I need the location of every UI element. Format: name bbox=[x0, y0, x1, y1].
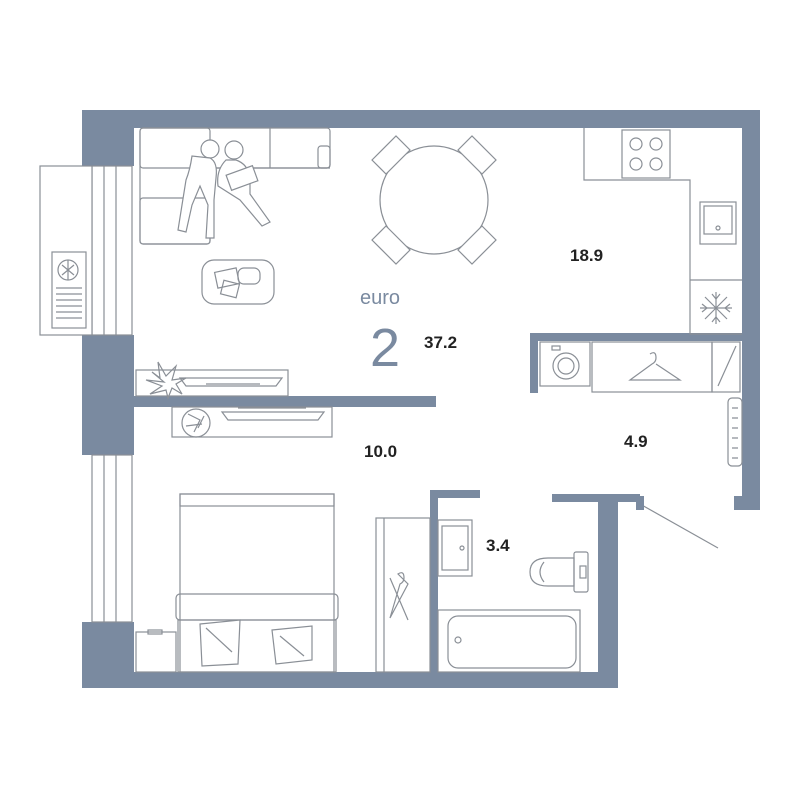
snowflake-icon bbox=[700, 292, 732, 324]
room-count: 2 bbox=[370, 318, 400, 378]
dining-table bbox=[371, 135, 497, 265]
bathtub bbox=[437, 609, 581, 673]
people-on-sofa bbox=[177, 139, 271, 239]
tv-stand-bedroom bbox=[171, 406, 333, 438]
wall-hall-lower bbox=[552, 494, 640, 502]
cooktop bbox=[621, 129, 671, 179]
bathroom-area: 3.4 bbox=[486, 536, 510, 555]
bedroom-furniture bbox=[135, 406, 431, 673]
nightstand bbox=[135, 631, 177, 673]
laundry-wardrobe bbox=[539, 341, 743, 467]
wall-left-middle bbox=[82, 335, 134, 455]
windows bbox=[91, 165, 133, 623]
plant-icon bbox=[145, 361, 187, 400]
ac-unit bbox=[51, 251, 87, 329]
wall-laundry-top bbox=[530, 333, 742, 341]
labels: euro 2 37.2 18.9 10.0 4.9 3.4 bbox=[360, 246, 648, 555]
bedroom-area: 10.0 bbox=[364, 442, 397, 461]
double-bed bbox=[175, 493, 339, 673]
hanger-icon bbox=[628, 352, 682, 381]
wall-laundry-left bbox=[530, 333, 538, 393]
wall-bathroom-right bbox=[598, 497, 618, 688]
tv-stand-living bbox=[135, 361, 289, 400]
wall-right-stub bbox=[734, 496, 760, 510]
total-area: 37.2 bbox=[424, 333, 457, 352]
window-bedroom bbox=[91, 454, 133, 623]
hanger-icon bbox=[389, 572, 409, 621]
living-area-furniture bbox=[135, 127, 497, 400]
balcony-ac-unit bbox=[39, 165, 93, 336]
kitchen-furniture bbox=[583, 128, 742, 335]
wall-bathroom-top bbox=[430, 490, 480, 498]
window-living bbox=[91, 165, 133, 336]
person-head bbox=[200, 139, 220, 159]
pillow bbox=[199, 619, 241, 667]
coffee-table bbox=[201, 259, 275, 305]
wardrobe-bedroom bbox=[375, 517, 431, 673]
pillow bbox=[271, 625, 313, 665]
walls bbox=[82, 110, 760, 688]
kitchen-sink bbox=[699, 201, 737, 245]
kitchen-living-area: 18.9 bbox=[570, 246, 603, 265]
toilet bbox=[529, 551, 589, 593]
decor-ball-icon bbox=[181, 408, 211, 438]
bathroom-sink bbox=[437, 519, 473, 577]
wall-bathroom-left bbox=[430, 490, 438, 688]
wall-bedroom-divider bbox=[134, 396, 436, 407]
washing-machine bbox=[539, 341, 591, 387]
wall-top bbox=[82, 110, 760, 128]
entrance-door bbox=[636, 496, 719, 549]
wall-bottom bbox=[82, 672, 618, 688]
bathroom-furniture bbox=[437, 519, 589, 673]
hallway-area: 4.9 bbox=[624, 432, 648, 451]
person-head bbox=[224, 140, 244, 160]
wall-right bbox=[742, 110, 760, 510]
wall-left-upper bbox=[82, 110, 134, 166]
radiator bbox=[727, 397, 743, 467]
wardrobe-hall bbox=[591, 341, 713, 393]
laptop bbox=[225, 164, 259, 192]
brand-label: euro bbox=[360, 287, 400, 309]
